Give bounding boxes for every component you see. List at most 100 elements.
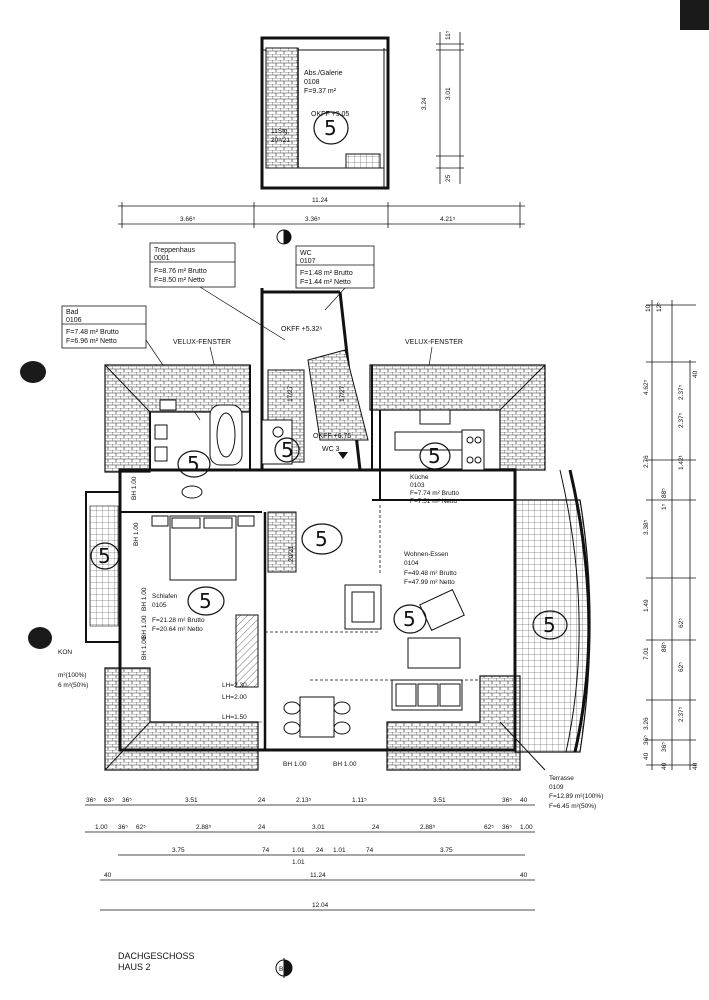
bad-label-box: Bad 0106 F=7.48 m² Brutto F=6.96 m² Nett… xyxy=(61,305,147,349)
rdim-g10: 2.37⁵ xyxy=(678,706,685,722)
circle-mark-bad: 5 xyxy=(177,450,211,478)
kueche-number: 0103 xyxy=(410,482,425,489)
svg-text:1.00: 1.00 xyxy=(520,824,533,831)
bathroom-fixtures xyxy=(154,399,293,499)
lh-1: LH=2.30 xyxy=(222,682,247,689)
svg-text:5: 5 xyxy=(281,438,294,462)
dim-mid-top: 3.36⁵ xyxy=(305,216,321,223)
svg-text:3.75: 3.75 xyxy=(172,847,185,854)
rdim-g7: 62⁵ xyxy=(678,618,685,628)
wc-netto: F=1.44 m² Netto xyxy=(300,279,351,286)
level-mid: OKFF +6.75 xyxy=(313,433,351,440)
schlafen-number: 0105 xyxy=(152,602,167,609)
circle-mark-balkon: 5 xyxy=(90,542,120,570)
wc-name: WC xyxy=(300,250,312,257)
svg-text:2.88⁵: 2.88⁵ xyxy=(196,824,212,831)
rdim-f: 3.26 xyxy=(643,717,650,730)
stair-label-a: 17/27 xyxy=(287,385,294,402)
bottom-dimension-lines xyxy=(85,804,535,911)
bh-left-1: BH 1.00 xyxy=(131,476,138,500)
svg-text:1.01: 1.01 xyxy=(292,859,305,866)
circle-marks: 5 5 5 5 5 5 5 5 xyxy=(90,437,568,640)
wc-brutto: F=1.48 m² Brutto xyxy=(300,270,353,277)
kueche-netto: F=7.51 m² Netto xyxy=(410,498,458,505)
galerie-name: Abs./Galerie xyxy=(304,70,343,77)
svg-text:62⁵: 62⁵ xyxy=(484,824,494,831)
bh-left-4: BH 1.00 xyxy=(141,615,148,639)
velux-left: VELUX-FENSTER xyxy=(173,339,231,346)
section-marker-bottom: B xyxy=(275,958,293,978)
bh-left-3: BH 1.00 xyxy=(141,587,148,611)
rdim-d: 1.49 xyxy=(643,599,650,612)
svg-text:B: B xyxy=(279,966,283,973)
terrasse-name: Terrasse xyxy=(549,775,574,782)
circle-mark-flur: 5 xyxy=(301,523,343,555)
svg-text:1.01: 1.01 xyxy=(333,847,346,854)
roof-areas xyxy=(104,364,546,771)
circle-mark-terrasse: 5 xyxy=(532,610,568,640)
circle-mark-kueche: 5 xyxy=(419,442,451,470)
lh-3: LH=1.50 xyxy=(222,714,247,721)
footer-line2: HAUS 2 xyxy=(118,962,151,972)
galerie-circle-mark: 5 xyxy=(324,116,337,140)
galerie-circle xyxy=(313,111,349,145)
terrasse-full: F=12.89 m²(100%) xyxy=(549,793,603,800)
dim-v2: 3.01 xyxy=(445,87,452,100)
rdim-b: 2.76 xyxy=(643,455,650,468)
circle-mark-wc: 5 xyxy=(274,437,300,463)
bottom-row-5: 12.04 xyxy=(312,902,329,909)
kueche-name: Küche xyxy=(410,474,429,481)
wc-arrow xyxy=(338,452,348,459)
bad-netto: F=6.96 m² Netto xyxy=(66,338,117,345)
galerie-stairs-ratio: 20⁸/21 xyxy=(271,137,290,144)
dim-total-top: 11.24 xyxy=(312,197,328,204)
svg-text:2.88⁵: 2.88⁵ xyxy=(420,824,436,831)
rdim-g13: 36⁵ xyxy=(661,742,668,752)
terrace xyxy=(514,469,591,753)
svg-text:24: 24 xyxy=(258,824,266,831)
rdim-top: 10 xyxy=(645,304,652,312)
bedroom-furniture xyxy=(151,515,259,688)
svg-text:2.13⁵: 2.13⁵ xyxy=(296,797,312,804)
rdim-g1: 40 xyxy=(692,370,699,378)
svg-text:3.51: 3.51 xyxy=(185,797,198,804)
galerie-area: F=9.37 m² xyxy=(304,88,337,95)
svg-text:40: 40 xyxy=(520,797,528,804)
rdim-g8: 88⁵ xyxy=(661,642,668,652)
velux-right: VELUX-FENSTER xyxy=(405,339,463,346)
rdim-g9: 62⁵ xyxy=(678,662,685,672)
dim-v1: 3.24 xyxy=(421,97,428,110)
svg-text:40: 40 xyxy=(520,872,528,879)
leader-treppenhaus xyxy=(199,286,286,341)
svg-text:24: 24 xyxy=(372,824,380,831)
treppenhaus-netto: F=8.50 m² Netto xyxy=(154,277,205,284)
bh-left-5: BH 1.00 xyxy=(141,636,148,660)
svg-text:36⁵: 36⁵ xyxy=(118,824,128,831)
bottom-row-4: 40 11.24 40 xyxy=(104,872,528,879)
circle-mark-schlafen: 5 xyxy=(187,586,225,616)
svg-text:1.00: 1.00 xyxy=(95,824,108,831)
svg-text:11.24: 11.24 xyxy=(310,872,326,879)
balkon-half: 6 m²(50%) xyxy=(58,682,88,689)
circle-mark-wohnen: 5 xyxy=(393,604,427,634)
rdim-g2: 2.37⁵ xyxy=(678,384,685,400)
svg-text:1.01: 1.01 xyxy=(292,847,305,854)
svg-text:5: 5 xyxy=(187,452,200,476)
lh-2: LH=2.00 xyxy=(222,694,247,701)
dim-v3: 11⁵ xyxy=(445,30,452,40)
punch-hole-bottom xyxy=(28,627,52,649)
svg-text:5: 5 xyxy=(98,544,111,568)
stair-steps xyxy=(267,349,369,573)
galerie-block: Abs./Galerie 0108 F=9.37 m² OKFF +9.05 1… xyxy=(260,36,390,190)
svg-text:3.01: 3.01 xyxy=(312,824,325,831)
svg-text:62⁵: 62⁵ xyxy=(136,824,146,831)
rdim-c: 3.38⁵ xyxy=(643,519,650,535)
svg-text:5: 5 xyxy=(543,613,556,637)
wohnen-name: Wohnen-Essen xyxy=(404,551,449,558)
svg-text:36⁵: 36⁵ xyxy=(502,824,512,831)
svg-text:74: 74 xyxy=(262,847,270,854)
schlafen-brutto: F=21.28 m² Brutto xyxy=(152,617,205,624)
wc-label-box: WC 0107 F=1.48 m² Brutto F=1.44 m² Netto xyxy=(295,245,375,289)
bad-brutto: F=7.48 m² Brutto xyxy=(66,329,119,336)
punch-hole-top xyxy=(20,361,46,383)
